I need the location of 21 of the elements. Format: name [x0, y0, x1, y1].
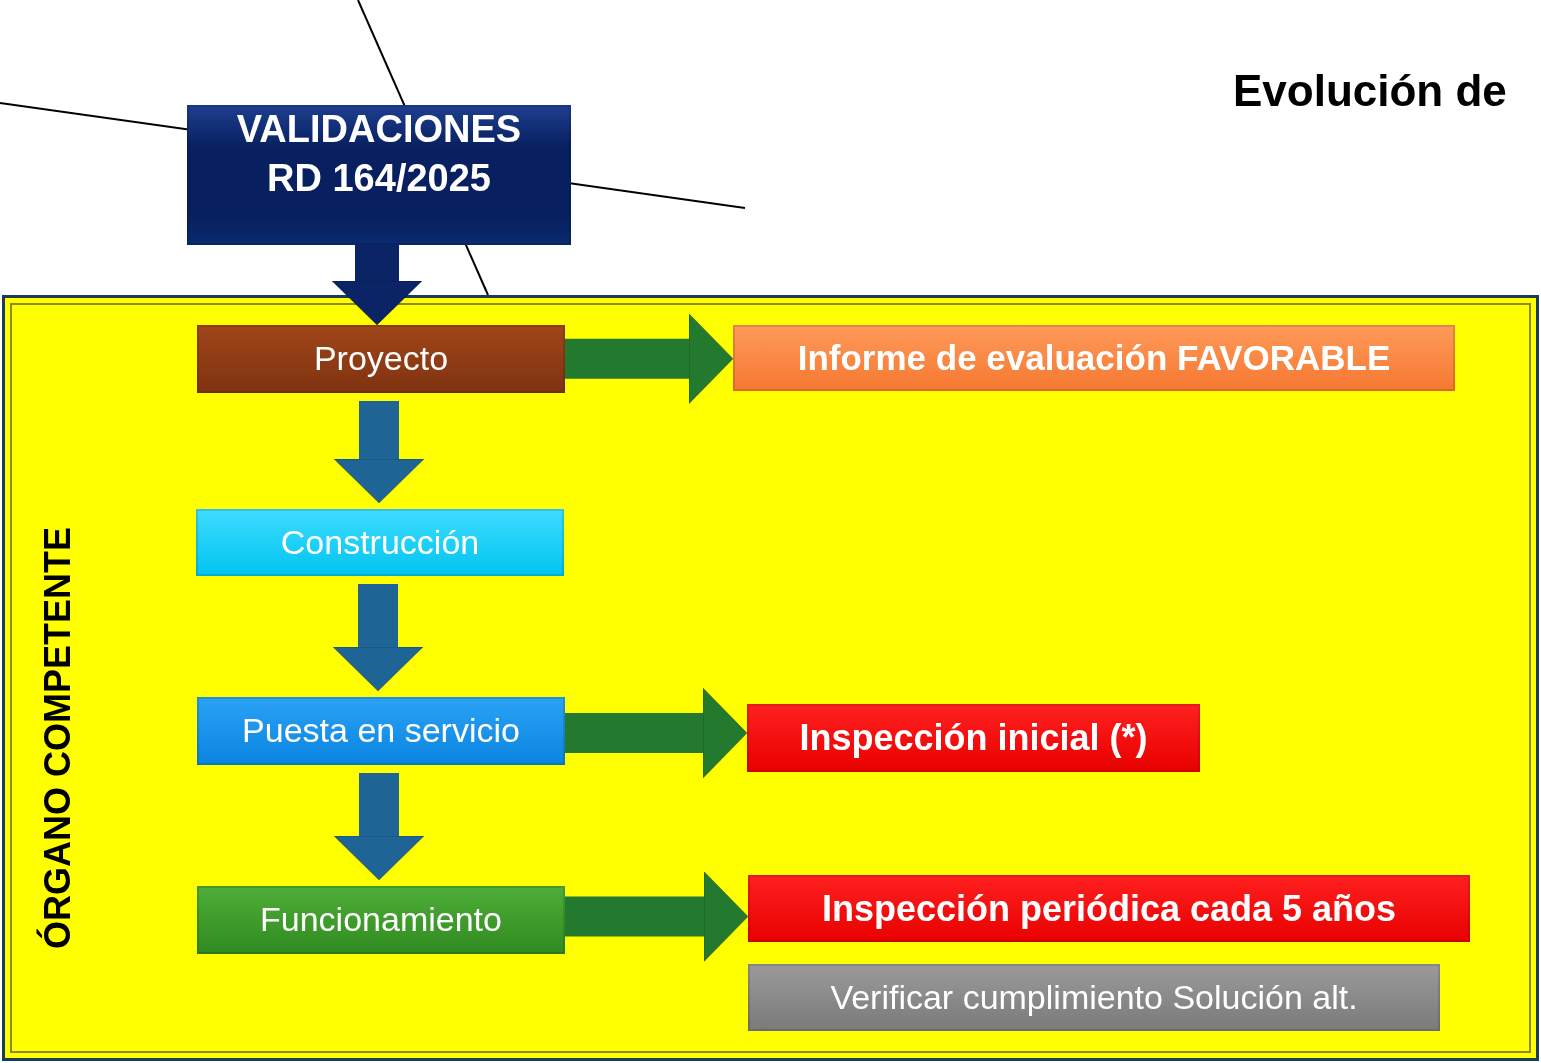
- box-label: Funcionamiento: [260, 901, 502, 939]
- vertical-label: ÓRGANO COMPETENTE: [37, 526, 79, 951]
- box-label: Informe de evaluación FAVORABLE: [797, 338, 1391, 378]
- box-label: Verificar cumplimiento Solución alt.: [830, 978, 1358, 1017]
- process-box: [196, 509, 564, 576]
- result-box: [748, 875, 1470, 942]
- result-box: [747, 704, 1200, 772]
- box-label: Inspección inicial (*): [799, 718, 1148, 758]
- box-label: VALIDACIONES RD 164/2025: [235, 107, 523, 202]
- box-label: Construcción: [280, 523, 480, 562]
- result-box: [733, 325, 1455, 391]
- process-box: [197, 886, 565, 954]
- process-box: [197, 697, 565, 765]
- box-label: Puesta en servicio: [242, 712, 520, 750]
- title: Evolución de: [1233, 66, 1507, 116]
- container-band: [2, 295, 1539, 1061]
- box-label: Proyecto: [313, 340, 449, 378]
- process-box: [197, 325, 565, 393]
- header-box: [187, 105, 571, 245]
- note-box: [748, 964, 1440, 1031]
- box-label: Inspección periódica cada 5 años: [821, 888, 1397, 929]
